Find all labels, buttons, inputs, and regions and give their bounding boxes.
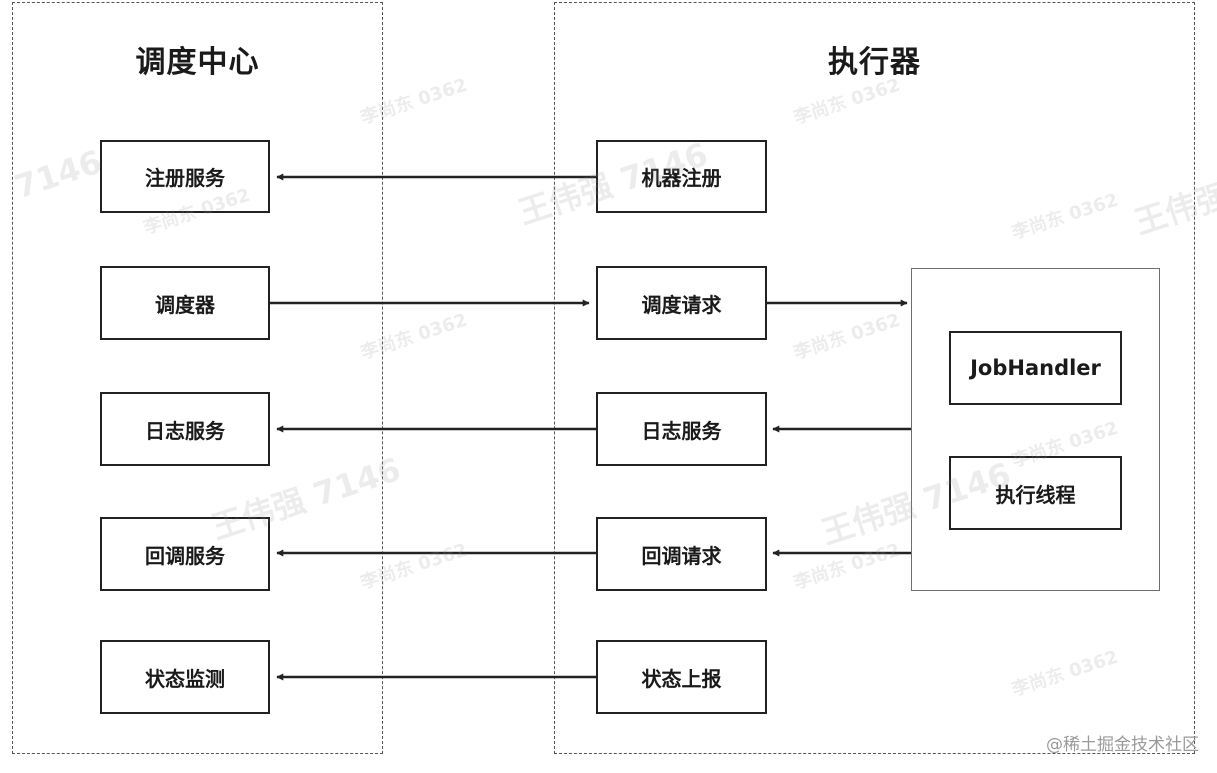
callback-request-box: 回调请求 — [596, 517, 767, 591]
scheduler-center-group: 调度中心 — [12, 2, 383, 754]
log-service-box: 日志服务 — [100, 392, 270, 466]
execution-thread-box: 执行线程 — [949, 456, 1122, 530]
status-monitor-box: 状态监测 — [100, 640, 270, 714]
callback-service-box: 回调服务 — [100, 517, 270, 591]
executor-group: 执行器 — [554, 2, 1195, 754]
jobhandler-box: JobHandler — [949, 331, 1122, 405]
executor-log-service-box: 日志服务 — [596, 392, 767, 466]
machine-register-box: 机器注册 — [596, 140, 767, 213]
scheduler-box: 调度器 — [100, 266, 270, 340]
status-report-box: 状态上报 — [596, 640, 767, 714]
executor-title: 执行器 — [828, 45, 921, 80]
register-service-box: 注册服务 — [100, 140, 270, 213]
scheduler-center-title: 调度中心 — [135, 45, 260, 80]
source-credit: @稀土掘金技术社区 — [1046, 735, 1199, 755]
job-execution-container — [911, 268, 1160, 591]
schedule-request-box: 调度请求 — [596, 266, 767, 340]
